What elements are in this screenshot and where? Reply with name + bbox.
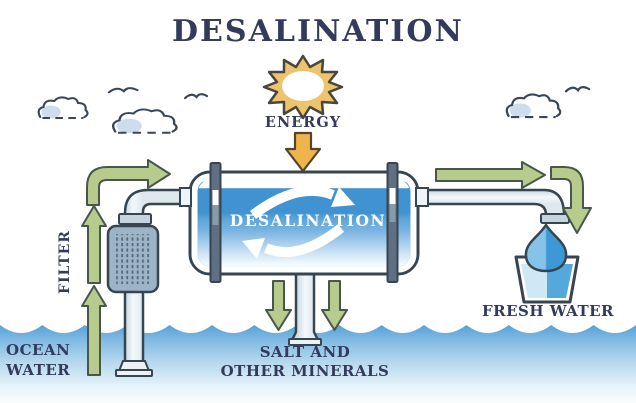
salt-minerals-label: SALT AND OTHER MINERALS [205, 343, 405, 381]
cloud-icon [505, 93, 562, 119]
energy-down-arrow-icon [284, 131, 322, 173]
bird-icon [107, 87, 139, 94]
brine-drain-pipe [288, 270, 322, 346]
tank-strap [386, 162, 399, 283]
circulation-arrows-icon [242, 185, 355, 259]
filter-label: FILTER [56, 230, 73, 294]
ocean-water-line1: OCEAN [6, 341, 71, 359]
cloud-icon [111, 108, 178, 134]
tank-port-right [415, 187, 429, 207]
filter-unit-icon [106, 224, 160, 294]
bird-icon [564, 86, 591, 93]
ocean-water-line2: WATER [6, 360, 71, 379]
fresh-water-glass-icon [514, 255, 580, 304]
cloud-icon [37, 96, 89, 119]
water-droplet-icon [524, 223, 568, 273]
fresh-water-label: FRESH WATER [481, 302, 615, 320]
energy-label: ENERGY [264, 114, 342, 131]
ocean-water-label: OCEAN WATER [6, 341, 126, 380]
outflow-pipe [425, 188, 570, 224]
green-flow-arrow-icon [81, 159, 592, 376]
bird-icon [183, 93, 209, 100]
tank-label: DESALINATION [229, 211, 387, 230]
ocean-waves-icon [0, 325, 636, 403]
salt-line1: SALT AND [259, 343, 351, 361]
salt-line2: OTHER MINERALS [220, 362, 390, 380]
tank-strap [209, 162, 222, 283]
sun-icon [262, 54, 344, 120]
page-title: DESALINATION [172, 14, 464, 49]
tank-port-left [179, 187, 192, 207]
